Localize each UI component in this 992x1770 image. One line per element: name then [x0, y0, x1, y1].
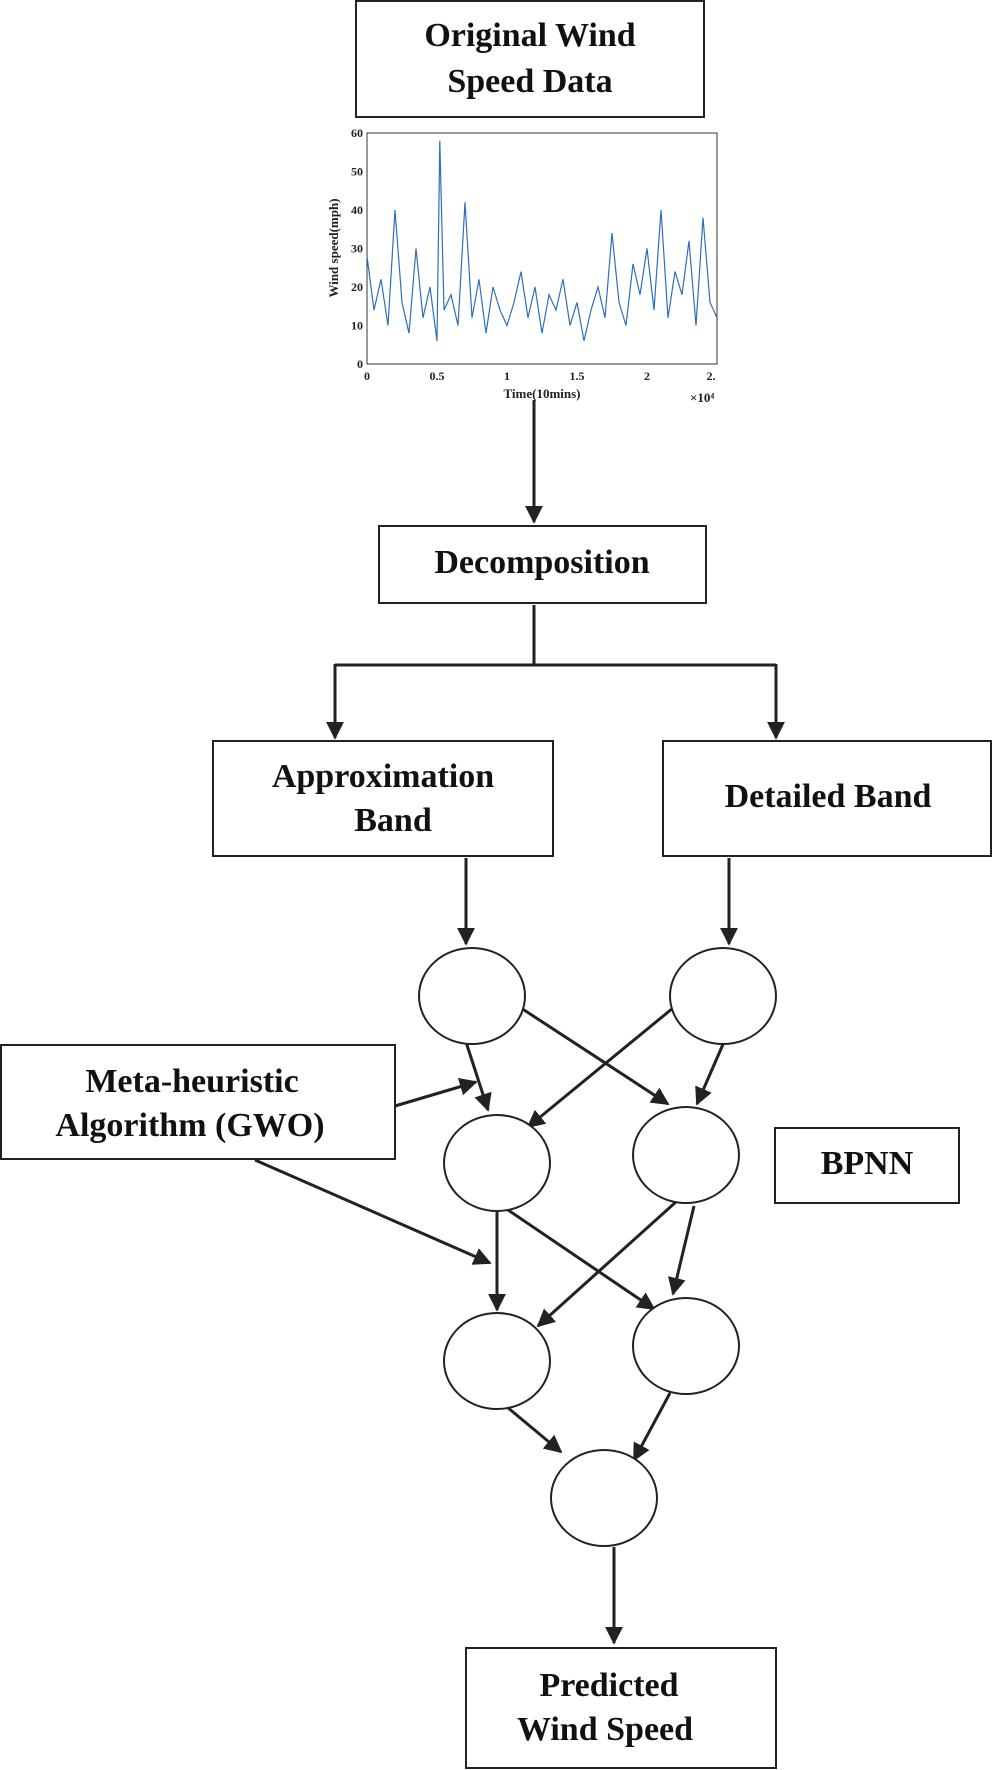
bpnn-box: BPNN: [774, 1127, 960, 1204]
x-tick-label: 1: [504, 369, 510, 383]
wind-speed-chart: 0 0.5 1 1.5 2 2. 0 10 20 30 40 50 60 Time(10mins) ×1…: [326, 126, 718, 405]
output-node: [550, 1449, 658, 1547]
edge-n5-n7: [506, 1405, 563, 1454]
edge-n2-n3: [526, 1006, 674, 1129]
original-label-line1: Original Wind: [424, 17, 635, 54]
hidden1-node-1: [443, 1114, 551, 1212]
y-tick-label: 30: [351, 242, 363, 256]
y-tick-label: 20: [351, 280, 363, 294]
metaheuristic-label-line2: Algorithm (GWO): [55, 1107, 324, 1144]
metaheuristic-box: Meta-heuristic Algorithm (GWO): [0, 1044, 396, 1160]
y-tick-label: 50: [351, 165, 363, 179]
chart-y-axis-label: Wind speed(mph): [326, 198, 341, 297]
arrow-gwo-to-nodes: [394, 1077, 478, 1108]
approximation-band-box: Approximation Band: [212, 740, 554, 857]
wind-speed-series-line: [366, 140, 718, 342]
bpnn-label: BPNN: [821, 1145, 914, 1182]
approximation-label-line1: Approximation: [272, 758, 494, 795]
input-node-2: [669, 947, 777, 1045]
x-tick-label: 2: [644, 369, 650, 383]
x-tick-label: 0.5: [430, 369, 445, 383]
edge-n1-n4: [520, 1006, 670, 1106]
edge-n2-n4: [695, 1041, 726, 1106]
chart-x-axis-label: Time(10mins): [503, 386, 580, 401]
x-tick-label: 2.: [707, 369, 716, 383]
x-tick-label: 0: [364, 369, 370, 383]
edge-n3-n6: [507, 1208, 656, 1311]
input-node-1: [418, 947, 526, 1045]
hidden2-node-1: [443, 1312, 551, 1410]
hidden2-node-2: [632, 1297, 740, 1395]
approximation-label-line2: Band: [354, 802, 432, 839]
y-tick-label: 60: [351, 126, 363, 140]
arrow-gwo-to-hidden-layer: [254, 1158, 492, 1265]
predicted-label-line2: Wind Speed: [517, 1711, 693, 1748]
edge-n4-n5: [536, 1199, 679, 1328]
original-label-line2: Speed Data: [447, 63, 612, 100]
original-data-box: Original Wind Speed Data: [355, 0, 705, 118]
y-tick-label: 10: [351, 319, 363, 333]
decomposition-label: Decomposition: [434, 544, 649, 581]
y-tick-label: 40: [351, 203, 363, 217]
edge-n6-n7: [632, 1392, 672, 1462]
edge-n4-n6: [668, 1205, 696, 1296]
decomposition-box: Decomposition: [378, 525, 707, 604]
edge-n1-n3: [464, 1041, 492, 1112]
predicted-label-line1: Predicted: [539, 1667, 678, 1704]
metaheuristic-label-line1: Meta-heuristic: [85, 1063, 298, 1100]
chart-x-multiplier: ×10⁴: [690, 390, 714, 405]
chart-ticks: 0 0.5 1 1.5 2 2. 0 10 20 30 40 50 60: [351, 126, 716, 383]
x-tick-label: 1.5: [570, 369, 585, 383]
predicted-box: Predicted Wind Speed: [465, 1647, 777, 1769]
detailed-band-label: Detailed Band: [725, 778, 932, 815]
detailed-band-box: Detailed Band: [662, 740, 992, 857]
hidden1-node-2: [632, 1106, 740, 1204]
y-tick-label: 0: [357, 357, 363, 371]
